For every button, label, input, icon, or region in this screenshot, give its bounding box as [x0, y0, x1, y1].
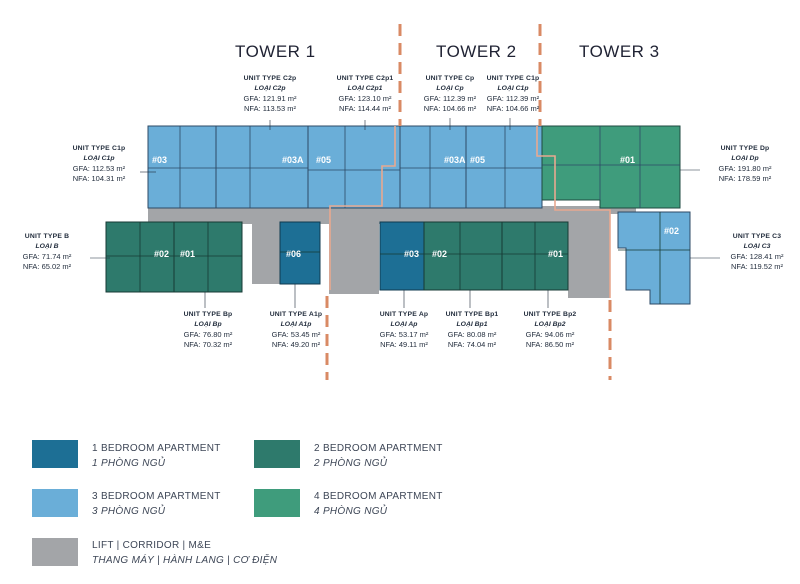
top-row-units [147, 125, 681, 209]
legend-item-3-bedroom: 3 BEDROOM APARTMENT 3 PHÒNG NGỦ [92, 491, 221, 517]
callout-c3: UNIT TYPE C3 LOẠI C3 GFA: 128.41 m² NFA:… [730, 233, 784, 271]
bottom-row-units [105, 211, 691, 305]
legend-swatch-corridor [32, 538, 78, 566]
callout-c2p1: UNIT TYPE C2p1 LOẠI C2p1 GFA: 123.10 m² … [336, 75, 394, 113]
callout-cp: UNIT TYPE Cp LOẠI Cp GFA: 112.39 m² NFA:… [423, 75, 477, 113]
tower-1-title: TOWER 1 [235, 42, 316, 61]
callout-bp: UNIT TYPE Bp LOẠI Bp GFA: 76.80 m² NFA: … [183, 311, 233, 349]
callout-dp: UNIT TYPE Dp LOẠI Dp GFA: 191.80 m² NFA:… [718, 145, 772, 183]
unit-label-01-t3: #01 [620, 155, 635, 165]
legend-item-4-bedroom: 4 BEDROOM APARTMENT 4 PHÒNG NGỦ [314, 491, 443, 517]
legend-swatch-3-bedroom [32, 489, 78, 517]
callout-c2p: UNIT TYPE C2p LOẠI C2p GFA: 121.91 m² NF… [243, 75, 297, 113]
unit-label-06-t1: #06 [286, 249, 301, 259]
unit-label-03-t1: #03 [152, 155, 167, 165]
callout-ap: UNIT TYPE Ap LOẠI Ap GFA: 53.17 m² NFA: … [379, 311, 429, 349]
tower-3-core [568, 214, 610, 298]
unit-label-03-t2: #03 [404, 249, 419, 259]
unit-label-05-t1: #05 [316, 155, 331, 165]
callout-a1p: UNIT TYPE A1p LOẠI A1p GFA: 53.45 m² NFA… [269, 311, 323, 349]
legend-item-corridor: LIFT | CORRIDOR | M&E THANG MÁY | HÀNH L… [92, 540, 278, 566]
callout-b: UNIT TYPE B LOẠI B GFA: 71.74 m² NFA: 65… [22, 233, 72, 271]
unit-label-03a-t1: #03A [282, 155, 304, 165]
tower-2-core [329, 214, 379, 294]
unit-label-03a-t2: #03A [444, 155, 466, 165]
tower-boundary-1-2 [329, 126, 396, 290]
unit-label-02-t1: #02 [154, 249, 169, 259]
unit-label-02-t3: #02 [664, 226, 679, 236]
legend-swatch-1-bedroom [32, 440, 78, 468]
legend-swatch-4-bedroom [254, 489, 300, 517]
legend-swatch-2-bedroom [254, 440, 300, 468]
tower-3-title: TOWER 3 [579, 42, 660, 61]
unit-label-01-t2: #01 [548, 249, 563, 259]
tower-2-title: TOWER 2 [436, 42, 517, 61]
legend-item-1-bedroom: 1 BEDROOM APARTMENT 1 PHÒNG NGỦ [92, 443, 221, 469]
unit-label-01-t1: #01 [180, 249, 195, 259]
callout-bp1: UNIT TYPE Bp1 LOẠI Bp1 GFA: 80.08 m² NFA… [445, 311, 499, 349]
unit-label-05-t2: #05 [470, 155, 485, 165]
callout-bp2: UNIT TYPE Bp2 LOẠI Bp2 GFA: 94.06 m² NFA… [523, 311, 577, 349]
legend-item-2-bedroom: 2 BEDROOM APARTMENT 2 PHÒNG NGỦ [314, 443, 443, 469]
tower-1-core [252, 214, 280, 284]
unit-label-02-t2: #02 [432, 249, 447, 259]
callout-c1p-right: UNIT TYPE C1p LOẠI C1p GFA: 112.39 m² NF… [486, 75, 540, 113]
callout-c1p-left: UNIT TYPE C1p LOẠI C1p GFA: 112.53 m² NF… [72, 145, 126, 183]
tower-boundary-2-3 [536, 126, 611, 298]
